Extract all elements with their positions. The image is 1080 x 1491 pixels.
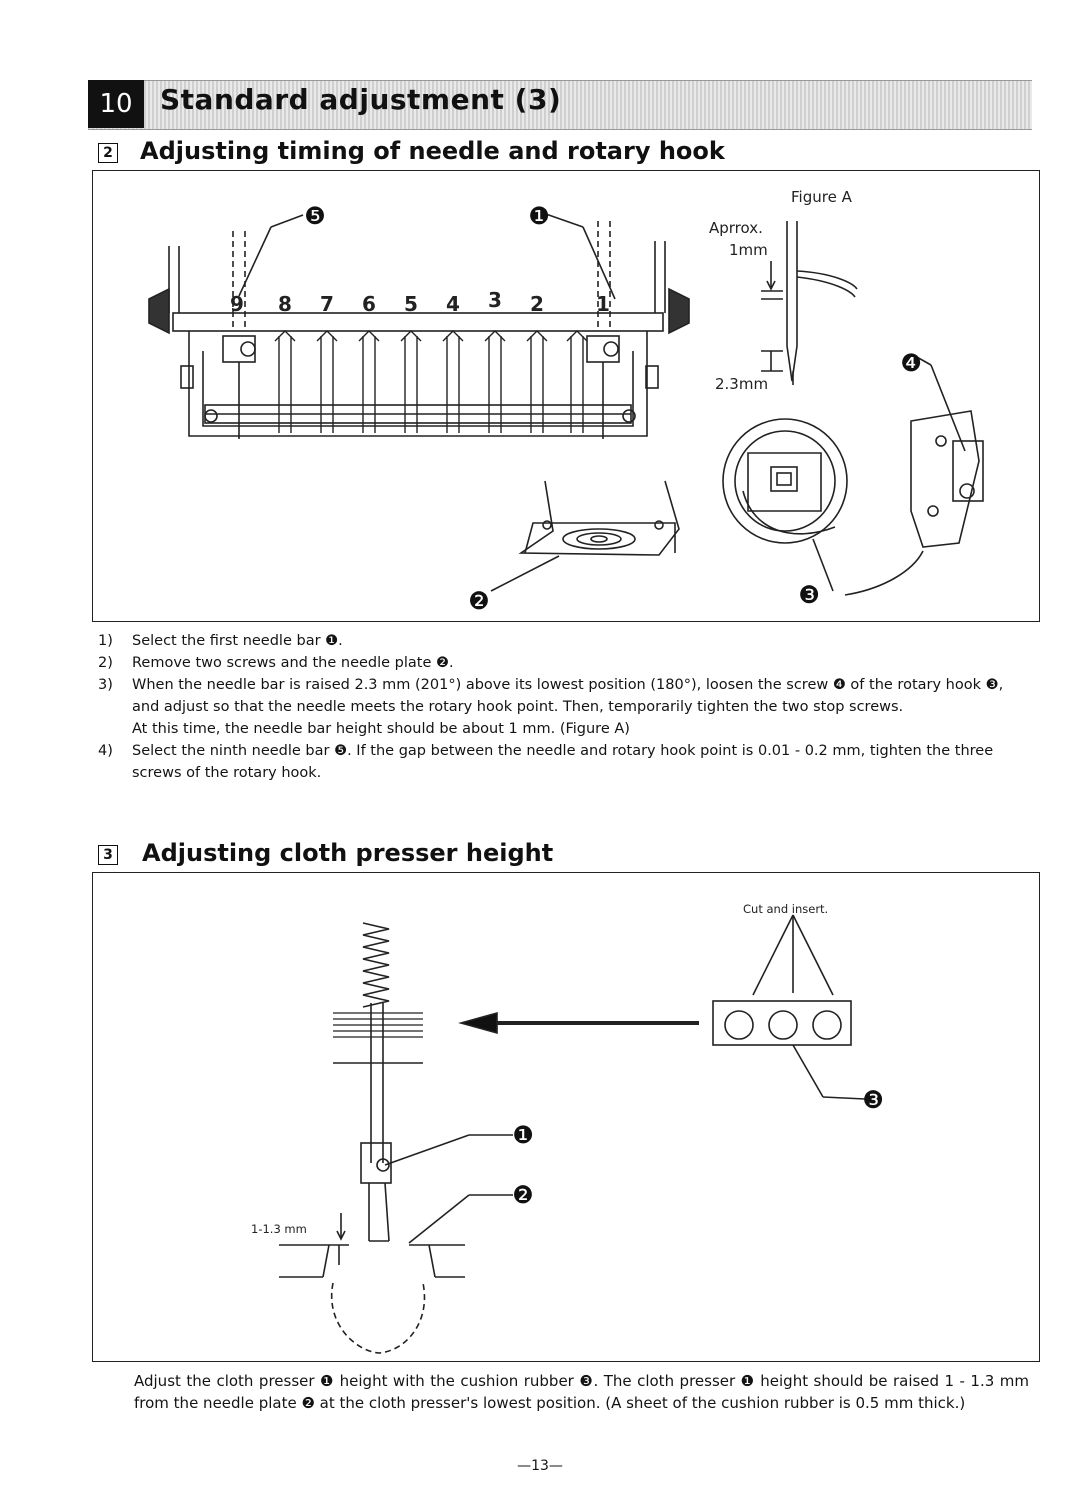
- step-item: At this time, the needle bar height shou…: [132, 721, 630, 737]
- callout-2: ❷: [512, 1181, 534, 1209]
- step-item: 4) Select the ninth needle bar ❺. If the…: [98, 743, 994, 781]
- figure-frame-cloth-presser: ❶ ❷ ❸ Cut and insert. 1-1.3 mm: [92, 872, 1040, 1362]
- section-number-box: 2: [98, 143, 118, 163]
- cloth-presser-illustration: ❶ ❷ ❸ Cut and insert. 1-1.3 mm: [251, 902, 884, 1354]
- needle-number: 7: [320, 292, 334, 316]
- figure-a-23mm-label: 2.3mm: [715, 375, 768, 393]
- callout-3: ❸: [798, 581, 820, 609]
- needle-number: 5: [404, 292, 418, 316]
- figure-a-1mm-label: 1mm: [729, 241, 768, 259]
- section-title: Adjusting cloth presser height: [142, 839, 554, 867]
- chapter-title: Standard adjustment (3): [160, 83, 562, 116]
- section-number-box: 3: [98, 845, 118, 865]
- needle-number: 2: [530, 292, 544, 316]
- needle-number: 1: [596, 292, 610, 316]
- step-item: 3) When the needle bar is raised 2.3 mm …: [98, 677, 1004, 715]
- cloth-presser-paragraph: Adjust the cloth presser ❶ height with t…: [134, 1372, 1029, 1412]
- figure-a-approx-label: Aprrox.: [709, 219, 763, 237]
- callout-3: ❸: [862, 1086, 884, 1114]
- page-number: —13—: [517, 1458, 563, 1474]
- needle-number: 8: [278, 292, 292, 316]
- callout-4: ❹: [900, 349, 922, 377]
- cut-and-insert-label: Cut and insert.: [743, 902, 828, 916]
- figure-frame-needle-hook: 9 8 7 6 5 4 3 2 1 ❺ ❶ ❷ ❸ ❹ Figure A Apr…: [92, 170, 1040, 622]
- callout-5: ❺: [304, 202, 326, 230]
- figure-a-title: Figure A: [791, 188, 853, 206]
- needle-number: 4: [446, 292, 460, 316]
- needle-number: 6: [362, 292, 376, 316]
- step-item: 1) Select the first needle bar ❶.: [98, 633, 343, 649]
- chapter-number: 10: [88, 80, 144, 128]
- needle-number: 9: [230, 292, 244, 316]
- callout-2: ❷: [468, 587, 490, 615]
- callout-1: ❶: [512, 1121, 534, 1149]
- needle-hook-illustration: 9 8 7 6 5 4 3 2 1 ❺ ❶ ❷ ❸ ❹ Figure A Apr…: [148, 188, 984, 615]
- instruction-steps: 1) Select the first needle bar ❶. 2) Rem…: [98, 630, 1028, 784]
- step-item: 2) Remove two screws and the needle plat…: [98, 655, 454, 671]
- dimension-label: 1-1.3 mm: [251, 1222, 307, 1236]
- chapter-header-band: [88, 80, 1032, 130]
- callout-1: ❶: [528, 202, 550, 230]
- section-title: Adjusting timing of needle and rotary ho…: [140, 137, 725, 165]
- needle-number: 3: [488, 288, 502, 312]
